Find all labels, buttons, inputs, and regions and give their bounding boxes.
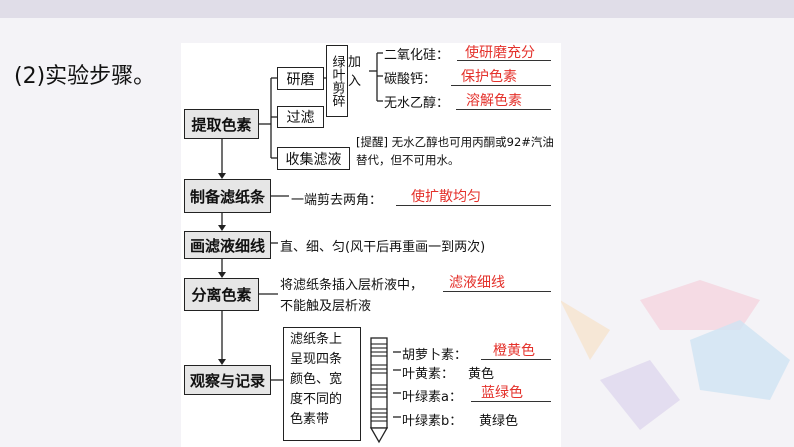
step-separate: 分离色素: [184, 278, 259, 311]
answer-underline: [457, 60, 551, 61]
tip-note: [提醒] 无水乙醇也可用丙酮或92#汽油替代，但不可用水。: [356, 135, 554, 167]
section-heading: (2)实验步骤。: [14, 64, 156, 89]
prepare-note: 一端剪去两角：: [291, 193, 383, 208]
answer-underline: [451, 85, 551, 86]
answer-underline: [481, 359, 551, 360]
band-name-carotene: 胡萝卜素：: [402, 348, 468, 363]
answer-calcium: 保护色素: [461, 69, 517, 85]
band-color-xanthophyll: 黄色: [468, 367, 495, 382]
draw-note: 直、细、匀(风干后再重画一到两次): [280, 240, 486, 255]
answer-separate: 滤液细线: [449, 275, 505, 291]
answer-prepare: 使扩散均匀: [411, 189, 481, 205]
step-draw: 画滤液细线: [184, 231, 271, 259]
separate-note-line2: 不能触及层析液: [280, 299, 372, 314]
substep-collect: 收集滤液: [277, 147, 350, 170]
answer-underline: [471, 401, 551, 402]
answer-underline: [443, 291, 551, 292]
connector-lines: [218, 52, 401, 444]
paper-strip-icon: [369, 337, 389, 444]
answer-underline: [456, 109, 551, 110]
diagram-panel: 提取色素 制备滤纸条 画滤液细线 分离色素 观察与记录 研磨 过滤 收集滤液 绿…: [181, 43, 561, 447]
band-color-chlorophyll-b: 黄绿色: [479, 414, 519, 429]
substep-grind: 研磨: [277, 67, 324, 90]
band-name-chlorophyll-b: 叶绿素b：: [402, 414, 463, 429]
step-prepare: 制备滤纸条: [184, 179, 271, 213]
observe-desc-text: 滤纸条上呈现四条颜色、宽度不同的色素带: [290, 332, 343, 427]
band-name-chlorophyll-a: 叶绿素a：: [402, 390, 462, 405]
reagent-name-silica: 二氧化硅：: [384, 48, 450, 63]
reagent-name-ethanol: 无水乙醇：: [384, 96, 450, 111]
reagent-name-calcium: 碳酸钙：: [384, 72, 437, 87]
separate-note-line1: 将滤纸条插入层析液中，: [280, 278, 424, 293]
step-observe: 观察与记录: [184, 365, 271, 395]
band-name-xanthophyll: 叶黄素：: [402, 367, 455, 382]
substep-filter: 过滤: [277, 106, 324, 128]
answer-underline: [396, 205, 551, 206]
answer-chlorophyll-a: 蓝绿色: [481, 385, 523, 401]
answer-silica: 使研磨充分: [465, 45, 535, 61]
answer-carotene: 橙黄色: [493, 343, 535, 359]
answer-ethanol: 溶解色素: [466, 93, 522, 109]
step-extract: 提取色素: [184, 109, 259, 139]
mash-label: 绿叶剪碎: [329, 55, 345, 107]
substep-mash: 绿叶剪碎: [326, 45, 348, 117]
add-label: 加入: [348, 55, 362, 89]
observe-description: 滤纸条上呈现四条颜色、宽度不同的色素带: [283, 327, 361, 441]
